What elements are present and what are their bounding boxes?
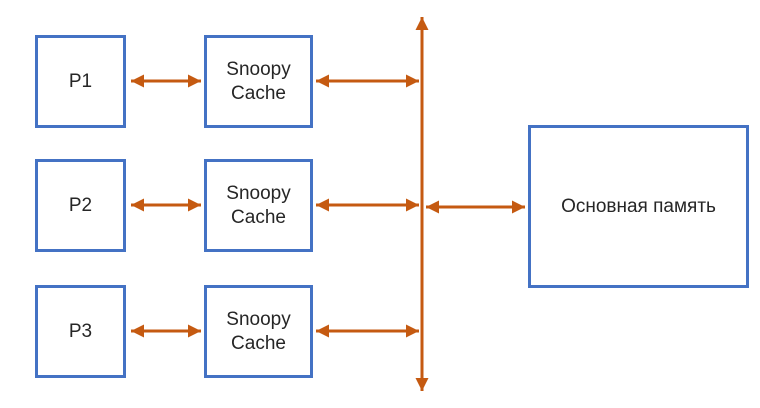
processor-label-p2: P2 xyxy=(68,194,93,216)
snoopy-cache-label-1: Snoopy Cache xyxy=(226,58,291,104)
snoopy-cache-box-3: Snoopy Cache xyxy=(204,285,313,378)
processor-label-p1: P1 xyxy=(68,70,93,92)
processor-box-p1: P1 xyxy=(35,35,126,128)
processor-label-p3: P3 xyxy=(68,320,93,342)
main-memory-box: Основная память xyxy=(528,125,749,288)
processor-box-p3: P3 xyxy=(35,285,126,378)
processor-box-p2: P2 xyxy=(35,159,126,252)
main-memory-label: Основная память xyxy=(561,195,716,217)
snoopy-cache-label-3: Snoopy Cache xyxy=(226,308,291,354)
snoopy-cache-box-2: Snoopy Cache xyxy=(204,159,313,252)
snoopy-cache-label-2: Snoopy Cache xyxy=(226,182,291,228)
snoopy-cache-box-1: Snoopy Cache xyxy=(204,35,313,128)
